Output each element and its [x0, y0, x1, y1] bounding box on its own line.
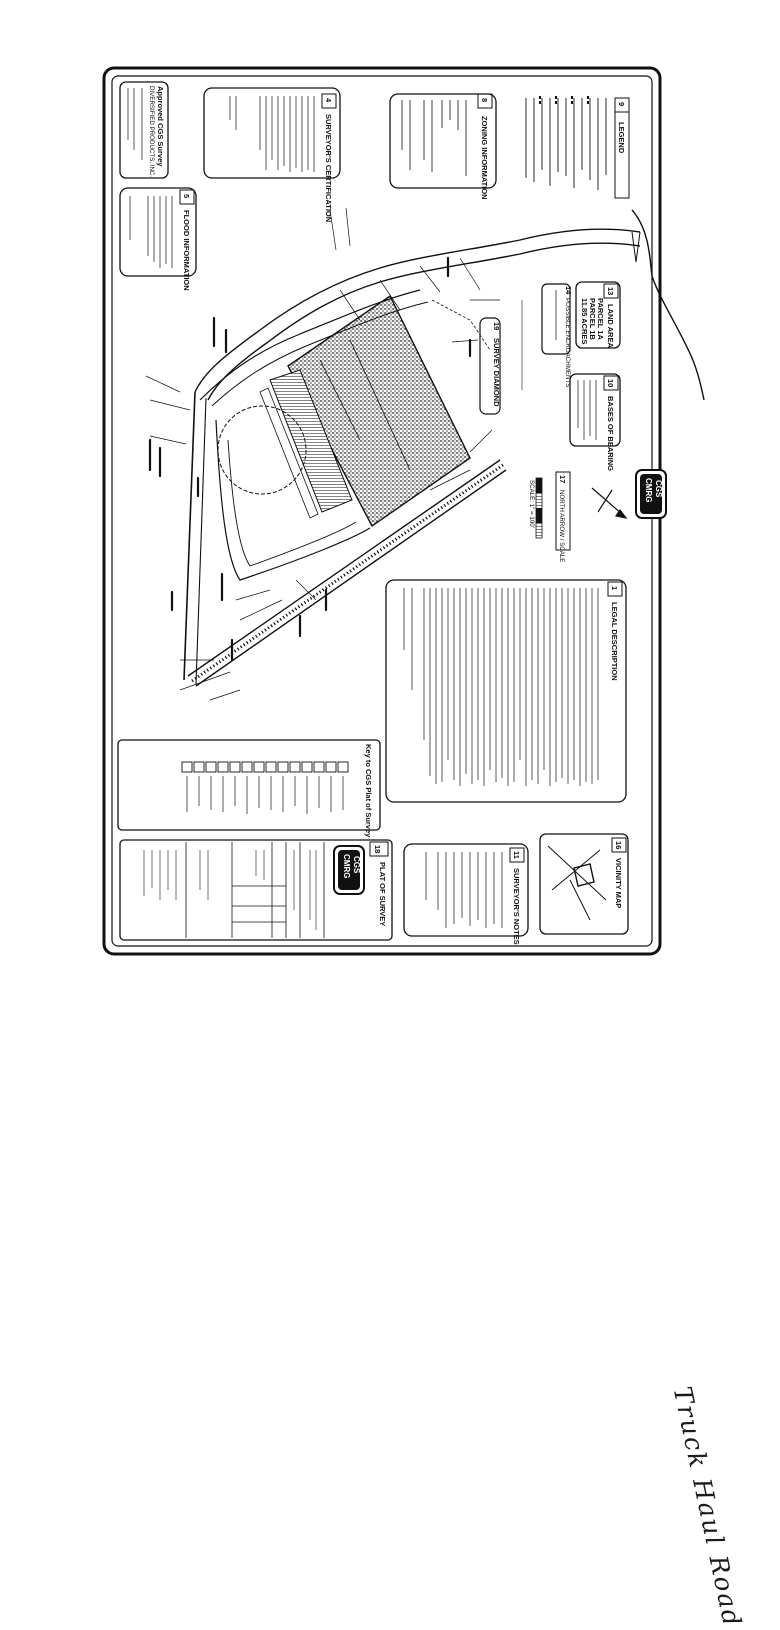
approved-title: Approved CGS Survey — [156, 86, 165, 167]
building-footprint — [287, 294, 471, 528]
flood-block: 5 FLOOD INFORMATION — [119, 187, 197, 291]
land-area-block: 13 LAND AREA PARCEL 1A PARCEL 1B 11.85 A… — [575, 281, 621, 349]
surveyors-notes-block: 11 SURVEYOR'S NOTES — [403, 843, 529, 945]
site-plan — [145, 207, 641, 701]
key-title: Key to CGS Plat of Survey — [364, 744, 373, 838]
north-arrow-icon — [591, 487, 628, 519]
north-arrow-title: NORTH ARROW / SCALE — [558, 490, 565, 562]
land-area-line-1: PARCEL 1A — [596, 298, 605, 340]
legend-block: 9 LEGEND — [525, 96, 630, 199]
plat-number: 18 — [373, 845, 382, 853]
flood-number: 5 — [182, 194, 191, 198]
handwritten-annotation: Truck Haul Road — [667, 1384, 748, 1630]
bases-of-bearing-block: 10 BASES OF BEARING — [569, 373, 621, 471]
notes-number: 11 — [512, 851, 521, 859]
plat-logo-text-2: CGS — [352, 856, 361, 874]
plat-title: PLAT OF SURVEY — [378, 862, 387, 926]
land-area-title: LAND AREA — [606, 304, 615, 348]
survey-plat-sheet: 9 LEGEND 8 ZONING INFORMATION — [102, 66, 747, 1630]
vicinity-map-block: 16 VICINITY MAP — [539, 833, 629, 935]
plat-logo-text: CMRG — [342, 854, 351, 878]
survey-diamond-block: 19 SURVEY DIAMOND — [479, 317, 501, 415]
plat-of-survey-block: 18 PLAT OF SURVEY CMRG CGS — [119, 839, 393, 941]
plan-annotation-marks — [148, 256, 472, 662]
survey-diamond-title: SURVEY DIAMOND — [492, 338, 501, 407]
zoning-title: ZONING INFORMATION — [480, 116, 489, 200]
surveyor-certification-block: 4 SURVEYOR'S CERTIFICATION — [203, 87, 341, 222]
zoning-number: 8 — [480, 98, 489, 102]
bearing-number: 10 — [606, 379, 615, 387]
handwritten-leader-line — [631, 209, 705, 401]
vicinity-number: 16 — [614, 841, 623, 849]
cert-number: 4 — [324, 98, 333, 103]
cert-title: SURVEYOR'S CERTIFICATION — [324, 114, 333, 222]
logo-middle-text: CMRG — [644, 478, 653, 502]
encroachments-block: 14 POSSIBLE ENCROACHMENTS — [521, 283, 573, 390]
key-block: Key to CGS Plat of Survey — [117, 739, 381, 838]
legend-title: LEGEND — [617, 122, 626, 154]
notes-title: SURVEYOR'S NOTES — [512, 868, 521, 945]
bearing-title: BASES OF BEARING — [606, 396, 615, 471]
legend-number: 9 — [617, 102, 626, 106]
encroachments-title: POSSIBLE ENCROACHMENTS — [564, 298, 571, 387]
legal-number: 1 — [610, 586, 619, 590]
approved-survey-block: Approved CGS Survey DIVERSIFIED PRODUCTS… — [119, 81, 169, 179]
land-area-line-2: PARCEL 1B — [588, 298, 597, 340]
survey-diamond-number: 19 — [492, 322, 501, 330]
north-arrow-block: 17 NORTH ARROW / SCALE SCALE: 1" = 100' — [528, 471, 628, 562]
logo-middle: CMRG CGS — [635, 469, 667, 519]
legal-title: LEGAL DESCRIPTION — [610, 602, 619, 681]
land-area-line-3: 11.85 ACRES — [580, 298, 589, 344]
scale-label: SCALE: 1" = 100' — [528, 480, 535, 528]
north-arrow-number: 17 — [558, 475, 567, 483]
flood-title: FLOOD INFORMATION — [182, 210, 191, 291]
approved-subtitle: DIVERSIFIED PRODUCTS, INC. — [148, 86, 155, 177]
encroachments-number: 14 — [564, 286, 573, 295]
zoning-block: 8 ZONING INFORMATION — [389, 93, 497, 200]
vicinity-title: VICINITY MAP — [614, 858, 623, 908]
survey-drawing: 9 LEGEND 8 ZONING INFORMATION — [102, 66, 705, 956]
logo-middle-text-2: CGS — [654, 480, 663, 498]
land-area-number: 13 — [606, 287, 615, 295]
legal-description-block: 1 LEGAL DESCRIPTION — [385, 579, 627, 803]
